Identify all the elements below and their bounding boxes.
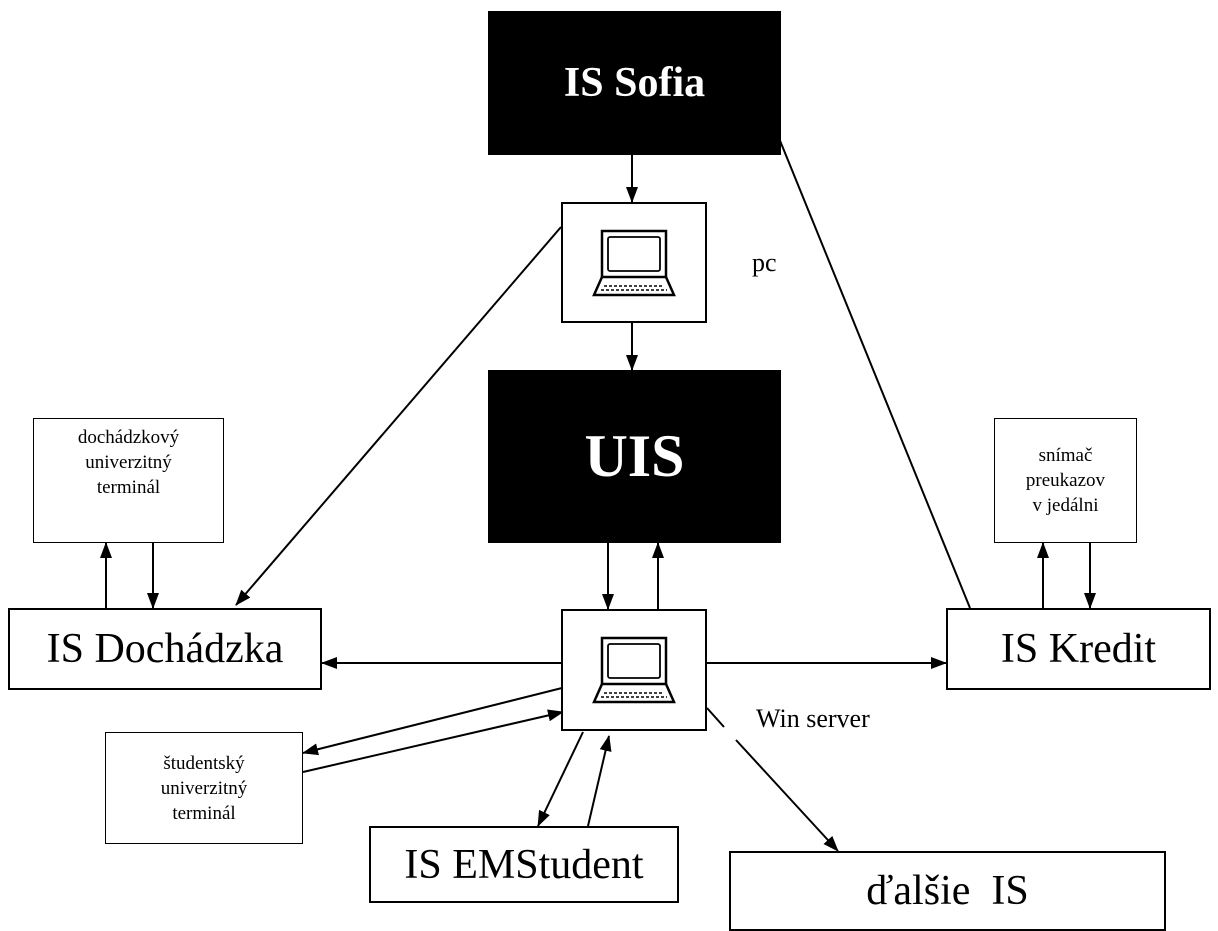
arrow-server-to-studentsky: [302, 687, 563, 756]
win-server-label: Win server: [756, 704, 870, 733]
snimac-node: snímač preukazov v jedálni: [994, 418, 1137, 543]
computer-icon: [592, 636, 676, 704]
dochadzkovy-terminal-label: dochádzkový univerzitný terminál: [77, 427, 180, 498]
is-kredit-node: IS Kredit: [946, 608, 1211, 690]
computer-icon: [592, 229, 676, 296]
dalsie-is-label: ďalšie IS: [866, 868, 1029, 914]
arrow-server-to-dalsie-a: [706, 707, 725, 728]
dochadzkovy-terminal-node: dochádzkový univerzitný terminál: [33, 418, 224, 543]
dalsie-is-node: ďalšie IS: [729, 851, 1166, 931]
is-sofia-label: IS Sofia: [563, 60, 706, 106]
is-kredit-label: IS Kredit: [1000, 626, 1157, 672]
is-emstudent-node: IS EMStudent: [369, 826, 679, 903]
studentsky-terminal-label: študentský univerzitný terminál: [160, 752, 248, 824]
is-dochadzka-node: IS Dochádzka: [8, 608, 322, 690]
uis-node: UIS: [488, 370, 781, 543]
pc-node: [561, 202, 707, 323]
arrow-server-to-dalsie-b: [735, 739, 839, 852]
arrow-studentsky-to-server: [302, 709, 564, 773]
snimac-label: snímač preukazov v jedálni: [1025, 445, 1106, 516]
is-dochadzka-label: IS Dochádzka: [46, 626, 284, 672]
arrow-pc-to-dochadzka: [235, 226, 562, 606]
is-sofia-node: IS Sofia: [488, 11, 781, 155]
pc-label: pc: [752, 248, 777, 277]
arrow-emstudent-to-server: [587, 735, 612, 827]
arrow-kredit-to-sofia: [756, 83, 971, 609]
studentsky-terminal-node: študentský univerzitný terminál: [105, 732, 303, 844]
server-node: [561, 609, 707, 731]
is-emstudent-label: IS EMStudent: [404, 841, 644, 888]
arrow-server-to-emstudent: [537, 731, 584, 827]
uis-label: UIS: [584, 423, 685, 489]
